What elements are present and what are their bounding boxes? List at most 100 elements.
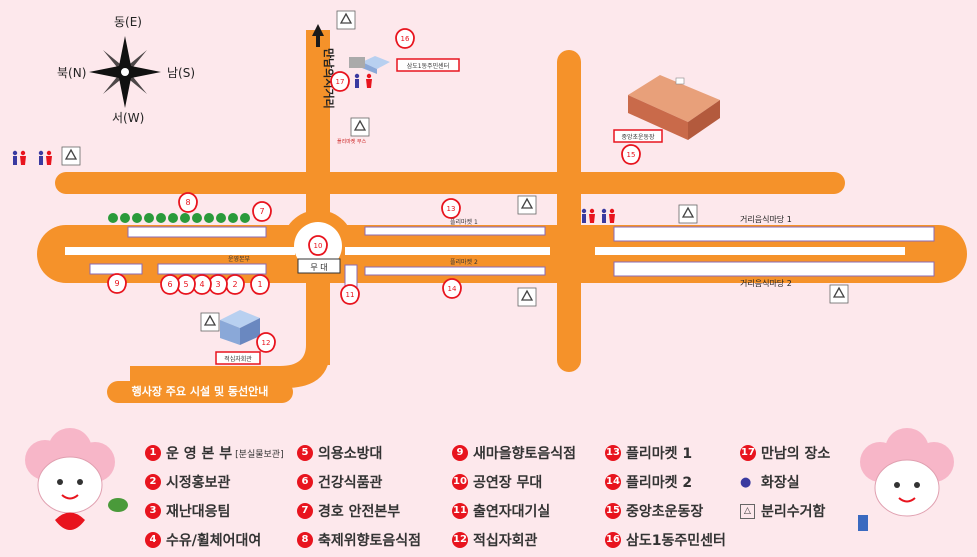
- compass-west: 서(W): [112, 111, 144, 125]
- svg-text:5: 5: [183, 280, 188, 289]
- map-banner: 행사장 주요 시설 및 동선안내: [107, 381, 293, 403]
- legend-number: 1: [145, 445, 161, 461]
- map-pin-14: 14: [442, 278, 462, 299]
- food2-label: 거리음식마당 2: [740, 278, 792, 288]
- legend-label: 만남의 장소: [761, 446, 831, 462]
- legend-label: 시정홍보관: [166, 475, 231, 491]
- legend-label: 화장실: [761, 475, 800, 491]
- svg-text:9: 9: [114, 279, 119, 288]
- red-cross-hall-building: [220, 310, 260, 345]
- svg-text:15: 15: [627, 151, 636, 159]
- recycle-icon: [200, 312, 220, 332]
- legend-number: 7: [297, 503, 313, 519]
- legend-label: 분리수거함: [761, 504, 826, 520]
- svg-text:2: 2: [232, 280, 237, 289]
- legend-item: 4 수유/휠체어대여: [145, 530, 261, 550]
- map-pin-1: 1: [250, 274, 270, 295]
- legend-number: 12: [452, 532, 468, 548]
- svg-text:17: 17: [336, 78, 345, 86]
- restroom-icon: [581, 208, 615, 223]
- school-label-box: [613, 129, 663, 143]
- svg-text:12: 12: [262, 339, 271, 347]
- booth-rows: [89, 226, 935, 288]
- legend-item: 15 중앙초운동장: [605, 501, 703, 521]
- recycle-icon: [517, 287, 537, 307]
- center-map-label: 삼도1동주민센터: [407, 62, 449, 70]
- compass-south: 남(S): [167, 66, 195, 80]
- map-pin-2: 2: [225, 274, 245, 295]
- legend-sublabel: [분실물보관]: [235, 449, 284, 460]
- svg-text:6: 6: [167, 280, 172, 289]
- legend-number: 15: [605, 503, 621, 519]
- legend-number: 8: [297, 532, 313, 548]
- legend-item: 3 재난대응팀: [145, 501, 230, 521]
- restroom-icon: [12, 150, 52, 165]
- map-pin-8: 8: [178, 192, 198, 213]
- tree-row: [108, 213, 250, 223]
- legend-item: 2 시정홍보관: [145, 472, 230, 492]
- compass-east: 동(E): [114, 15, 142, 29]
- recycle-icon: [829, 284, 849, 304]
- svg-text:4: 4: [199, 280, 204, 289]
- legend-item: △ 분리수거함: [740, 501, 825, 521]
- svg-text:1: 1: [257, 280, 262, 289]
- legend-item: ● 화장실: [740, 472, 800, 492]
- legend-label: 운 영 본 부: [166, 446, 233, 462]
- map-pin-9: 9: [107, 273, 127, 294]
- legend-item: 17 만남의 장소: [740, 443, 830, 463]
- legend-label: 재난대응팀: [166, 504, 231, 520]
- legend-number: 3: [145, 503, 161, 519]
- map-pin-6: 6: [160, 274, 180, 295]
- legend-label: 수유/휠체어대여: [166, 533, 262, 549]
- hall-label-box: [215, 351, 261, 365]
- map-pin-17: 17: [330, 71, 350, 92]
- legend-number: 5: [297, 445, 313, 461]
- svg-text:7: 7: [259, 207, 264, 216]
- legend-number: 17: [740, 445, 756, 461]
- legend-item: 12 적십자회관: [452, 530, 537, 550]
- legend-label: 중앙초운동장: [626, 504, 704, 520]
- stage-box: [297, 258, 341, 274]
- legend-number: 16: [605, 532, 621, 548]
- map-pin-5: 5: [176, 274, 196, 295]
- mascot-right: [858, 428, 954, 531]
- map-pin-10: 10: [308, 235, 328, 256]
- legend-number: 4: [145, 532, 161, 548]
- restroom-icon: [354, 73, 372, 88]
- svg-text:16: 16: [401, 35, 410, 43]
- community-center-building: [349, 56, 390, 74]
- legend-label: 새마을향토음식점: [473, 446, 577, 462]
- map-pin-12: 12: [256, 332, 276, 353]
- legend-item: 5 의용소방대: [297, 443, 382, 463]
- compass-north: 북(N): [57, 66, 86, 80]
- school-map-label: 중앙초운동장: [621, 133, 655, 141]
- compass-rose: [89, 36, 161, 108]
- legend-label: 의용소방대: [318, 446, 383, 462]
- legend-number: 14: [605, 474, 621, 490]
- ops-label: 운영본부: [228, 255, 251, 263]
- street-label: 만남의시거리: [322, 48, 336, 109]
- map-pin-3: 3: [208, 274, 228, 295]
- fleamarket2-map-label: 플리마켓 2: [450, 258, 478, 266]
- map-pin-4: 4: [192, 274, 212, 295]
- legend-label: 경호 안전본부: [318, 504, 401, 520]
- svg-text:3: 3: [215, 280, 220, 289]
- school-building: [628, 75, 720, 140]
- restroom-icon: ●: [740, 474, 752, 490]
- legend-label: 건강식품관: [318, 475, 383, 491]
- recycle-icon: △: [740, 503, 755, 519]
- map-pin-7: 7: [252, 201, 272, 222]
- svg-text:13: 13: [447, 205, 456, 213]
- svg-text:14: 14: [448, 285, 457, 293]
- legend-label: 출연자대기실: [473, 504, 551, 520]
- map-pin-11: 11: [340, 284, 360, 305]
- legend-label: 적십자회관: [473, 533, 538, 549]
- recycle-icon: [61, 146, 81, 166]
- legend-number: 2: [145, 474, 161, 490]
